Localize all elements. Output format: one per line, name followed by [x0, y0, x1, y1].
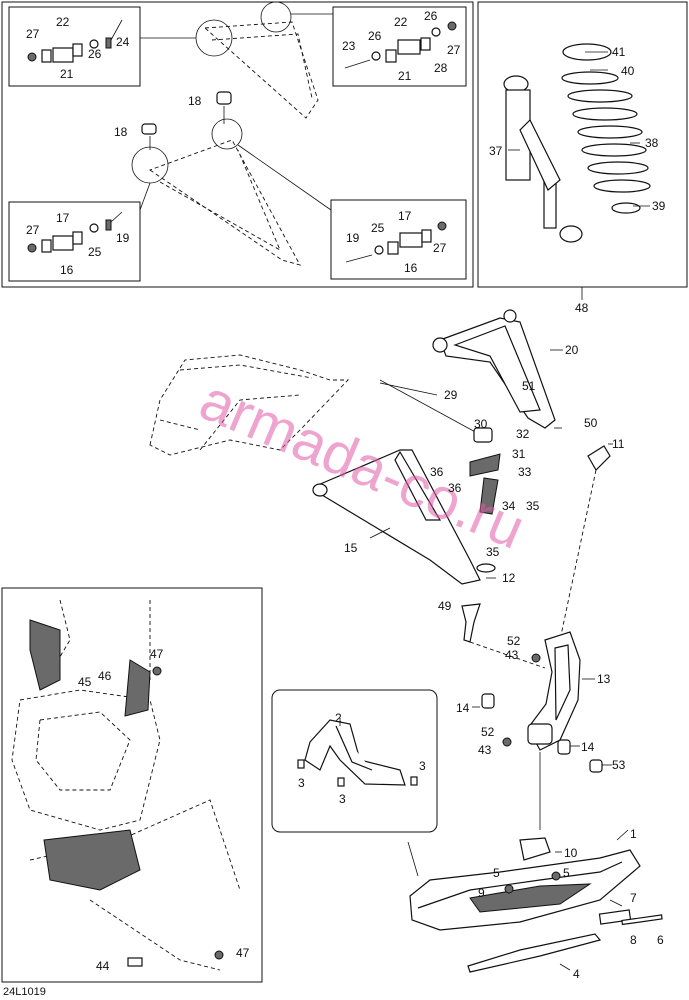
callout-25: 25: [88, 245, 102, 259]
callout-13: 13: [597, 672, 611, 686]
callout-15: 15: [344, 541, 358, 555]
callout-16: 16: [60, 263, 74, 277]
shock-panel: [477, 1, 688, 300]
callout-44: 44: [96, 959, 110, 973]
bushing-set-lower-right: [345, 221, 447, 263]
callout-34: 34: [502, 499, 516, 513]
callout-29: 29: [444, 388, 458, 402]
callout-7: 7: [630, 891, 637, 905]
upper-a-arm: [432, 309, 556, 429]
callout-17: 17: [56, 211, 70, 225]
callout-53: 53: [612, 758, 626, 772]
callout-36: 36: [448, 481, 462, 495]
callout-49: 49: [438, 599, 452, 613]
arm-bushing-panel: [1, 1, 474, 288]
callout-35: 35: [486, 545, 500, 559]
callout-3: 3: [339, 792, 346, 806]
callout-5: 5: [493, 866, 500, 880]
callout-26: 26: [424, 9, 438, 23]
callout-4: 4: [573, 967, 580, 981]
callout-27: 27: [433, 241, 447, 255]
callout-43: 43: [505, 648, 519, 662]
callout-39: 39: [652, 199, 666, 213]
callout-26: 26: [368, 29, 382, 43]
coil-spring: [561, 43, 651, 214]
callout-51: 51: [522, 379, 536, 393]
shock-absorber: [503, 75, 583, 243]
lower-a-arm: [312, 449, 481, 585]
callout-14: 14: [581, 740, 595, 754]
callout-6: 6: [657, 933, 664, 947]
callout-3: 3: [298, 776, 305, 790]
callout-40: 40: [621, 64, 635, 78]
callout-27: 27: [447, 43, 461, 57]
main-assembly: [149, 309, 611, 773]
callout-8: 8: [630, 933, 637, 947]
callout-labels: 27 22 26 24 21 22 26 23 26 27 28 21 18 1…: [26, 9, 666, 981]
callout-41: 41: [612, 45, 626, 59]
callout-22: 22: [56, 15, 70, 29]
callout-37: 37: [489, 144, 503, 158]
callout-18: 18: [114, 125, 128, 139]
callout-19: 19: [116, 231, 130, 245]
callout-3: 3: [419, 759, 426, 773]
callout-38: 38: [645, 136, 659, 150]
callout-10: 10: [564, 846, 578, 860]
callout-26: 26: [88, 47, 102, 61]
callout-16: 16: [404, 261, 418, 275]
frame-bracket-panel: [1, 587, 263, 983]
callout-33: 33: [518, 465, 532, 479]
callout-35: 35: [526, 499, 540, 513]
callout-19: 19: [346, 231, 360, 245]
callout-47: 47: [236, 946, 250, 960]
callout-28: 28: [434, 61, 448, 75]
callout-14: 14: [456, 701, 470, 715]
callout-45: 45: [78, 675, 92, 689]
callout-30: 30: [474, 417, 488, 431]
callout-36: 36: [430, 465, 444, 479]
figure-code: 24L1019: [3, 986, 46, 998]
callout-22: 22: [394, 15, 408, 29]
callout-47: 47: [150, 647, 164, 661]
callout-50: 50: [584, 416, 598, 430]
callout-46: 46: [98, 669, 112, 683]
callout-21: 21: [60, 67, 74, 81]
callout-23: 23: [342, 39, 356, 53]
bushing-set-lower-left: [27, 211, 123, 253]
bushing-set-upper-left: [27, 19, 123, 63]
callout-25: 25: [371, 221, 385, 235]
callout-52: 52: [481, 725, 495, 739]
callout-17: 17: [398, 209, 412, 223]
callout-52: 52: [507, 634, 521, 648]
callout-1: 1: [630, 827, 637, 841]
callout-9: 9: [478, 886, 485, 900]
spindle: [527, 631, 581, 751]
leader-lines: [339, 51, 650, 971]
callout-11: 11: [612, 437, 625, 451]
bracket-panel: [271, 689, 438, 833]
callout-12: 12: [502, 571, 516, 585]
ski-assembly: [407, 752, 663, 973]
callout-27: 27: [26, 223, 40, 237]
callout-27: 27: [26, 27, 40, 41]
callout-24: 24: [116, 35, 130, 49]
callout-20: 20: [565, 343, 579, 357]
callout-2: 2: [335, 711, 342, 725]
callout-18: 18: [188, 94, 202, 108]
callout-5: 5: [563, 866, 570, 880]
callout-48: 48: [575, 301, 589, 315]
callout-31: 31: [512, 447, 526, 461]
callout-43: 43: [478, 743, 492, 757]
callout-32: 32: [516, 427, 530, 441]
bushing-set-upper-right: [344, 21, 457, 69]
callout-21: 21: [398, 69, 412, 83]
